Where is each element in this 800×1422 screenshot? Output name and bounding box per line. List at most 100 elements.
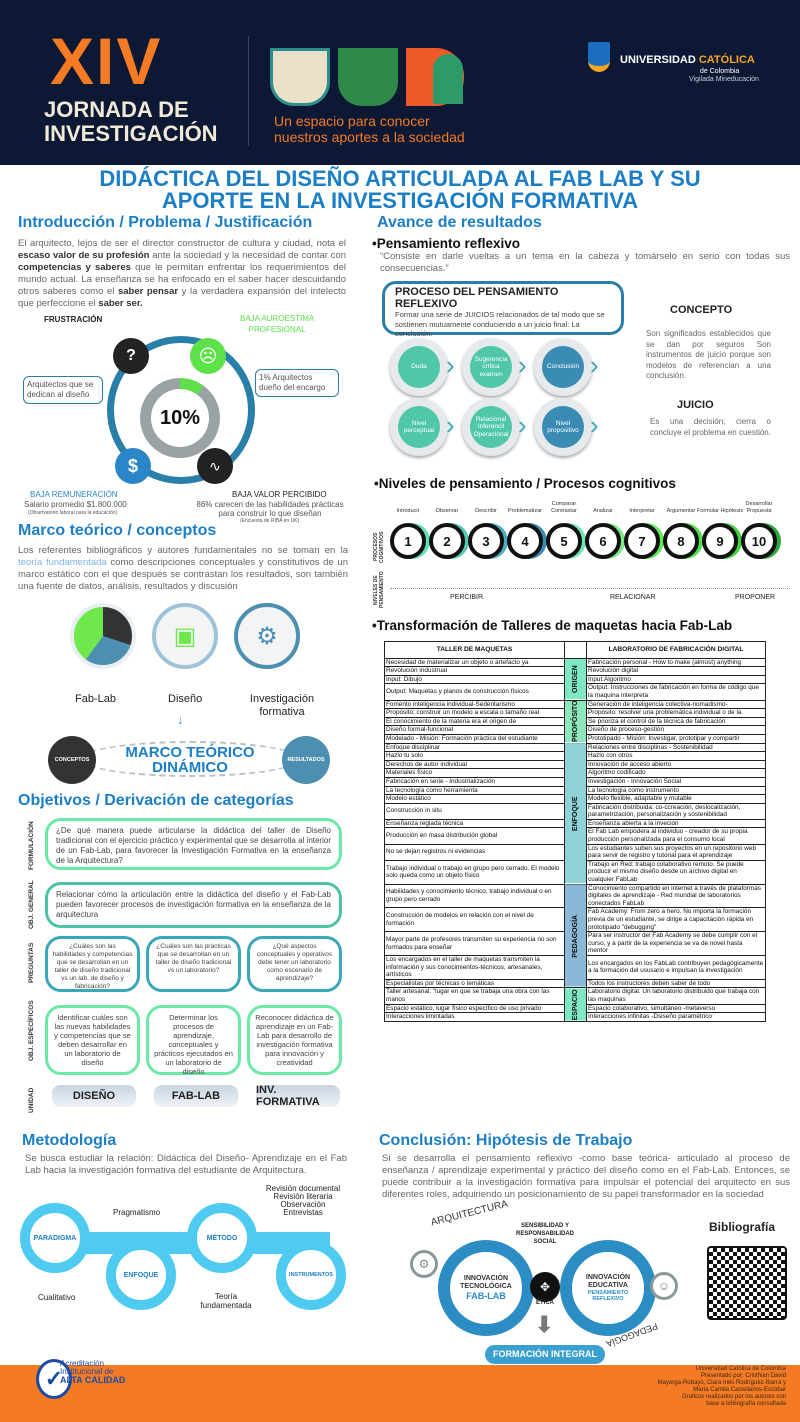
event-logo [268,40,478,110]
step-label: Formular Hipótesis [696,508,744,514]
general-box: Relacionar cómo la articulación entre la… [45,882,342,928]
cell-fablab: Input:Algoritmo [586,674,766,685]
cell-fablab: Modelo flexible, adaptable y mutable [586,794,766,804]
text: saber ser. [98,298,143,309]
table-row: Fomento inteligencia individual-Sedentar… [384,699,766,744]
title-line: APORTE EN LA INVESTIGACIÓN FORMATIVA [161,188,639,213]
niveles-heading: •Niveles de pensamiento / Procesos cogni… [374,476,676,491]
concepto-text: Son significados establecidos que se dan… [646,329,771,380]
text: ante la sociedad y la necesidad de conta… [149,250,346,261]
hands-box-icon: ▣ [152,603,218,669]
cell-fablab: Fabricación distribuida: co-ccreación, d… [586,802,766,820]
credit-line: base a bibliografía consultada [706,1401,786,1407]
remuneracion-label: BAJA REMUNERACIÓN [30,490,118,499]
process-ring: Relacional Inferencil Operacional [462,398,520,456]
pregunta-box: ¿Cuáles son las habilidades y competenci… [45,936,140,992]
table-row: Necesidad de materializar un objeto o ar… [384,657,766,701]
cell-fablab: Prototipado - Misión: Investigar, protot… [586,733,766,744]
label-general: OBJ. GENERAL [28,880,35,930]
pr-title: •Pensamiento reflexivo [372,236,521,251]
unidad-label: DISEÑO [52,1085,136,1107]
unidad-label: FAB-LAB [154,1085,238,1107]
process-node: Sugerencia crítica examen [470,346,512,388]
method-band [40,1232,330,1254]
step-circle: 5 [546,523,582,559]
cell-fablab: Laboratorio digital. Un laboratorio dist… [586,987,766,1005]
step-circle: 9 [702,523,738,559]
fablab-label: Fab-Lab [75,693,116,705]
univ-word: UNIVERSIDAD [620,54,696,66]
pregunta-box: ¿Cuáles son las prácticas que se desarro… [146,936,241,992]
objetivos-heading: Objetivos / Derivación de categorías [18,792,294,809]
check-icon: ✓ [36,1359,72,1399]
cell-taller: Propósito: construir un modelo a escala … [384,708,565,718]
chevron-right-icon: › [518,410,527,440]
fablab-logo-icon [70,603,136,669]
univ-word: CATÓLICA [698,54,755,66]
chevron-right-icon: › [518,350,527,380]
category-pedagogía: PEDAGOGÍA [564,884,587,988]
credit-line: Presentado por: Cristhian David [700,1373,786,1379]
label-formulacion: FORMULACIÓN [28,821,35,871]
text: y la verdadera expansión del intelecto q… [18,286,346,309]
bibliography-qr-code[interactable] [707,1246,787,1320]
cell-taller: Enseñanza reglada técnica [384,818,565,829]
text: Acreditación [60,1359,105,1368]
investigacion-label: Investigación formativa [249,693,315,718]
marco-heading: Marco teórico / conceptos [18,522,217,539]
text: INNOVACIÓN TECNOLÓGICA [460,1275,512,1290]
cell-taller: Diseño formal-funcional [384,725,565,735]
cualitativo-label: Cualitativo [38,1293,76,1302]
valor-source: (Encuesta de RIBA en UK) [240,518,300,524]
cell-fablab: Se prioriza el control de la técnica de … [586,716,766,727]
cell-fablab: Hazlo con otros [586,751,766,761]
cell-taller: Hazlo tu solo [384,751,565,761]
intro-heading: Introducción / Problema / Justificación [18,214,313,231]
instrumentos-list: Revisión documental Revisión literaria O… [265,1184,341,1217]
title-line: DIDÁCTICA DEL DISEÑO ARTICULADA AL FAB L… [99,166,701,191]
head-gears-icon: ⚙ [234,603,300,669]
text: competencias y saberes [18,262,131,273]
text: DINÁMICO [152,759,228,776]
procesos-label: PROCESOS COGNITIVOS [373,531,385,563]
credit-line: Mayorga-Robayo, Clara Inés Rodríguez-Iba… [657,1380,786,1386]
proc-title: PROCESO DEL PENSAMIENTO REFLEXIVO [395,286,559,310]
step-label: Interpretar [629,508,655,514]
levels-line [390,588,790,589]
step-label: Desarrollar Propuesta [745,501,773,514]
cell-taller: Trabajo individual o trabajo en grupo pe… [384,859,565,885]
cell-taller: Construcción de modelos en relación con … [384,907,565,933]
process-ring: Sugerencia crítica examen [462,338,520,396]
proc-box: PROCESO DEL PENSAMIENTO REFLEXIVO Formar… [382,281,624,338]
level-label: PROPONER [735,594,776,601]
head-icon: ☺ [650,1272,678,1300]
cell-fablab: Los encargados en los FabLab contribuyen… [586,954,766,980]
text: PENSAMIENTO REFLEXIVO [587,1290,629,1302]
arrow-down-icon: ⬇ [535,1312,554,1337]
cell-fablab: Fabricación personal - How to make (almo… [586,657,766,668]
chevron-right-icon: › [446,410,455,440]
univ-sub: de Colombia [700,68,740,75]
cell-taller: Derechos de autor individual [384,759,565,770]
text: Niveles de pensamiento / Procesos cognit… [378,476,676,491]
cell-fablab: Innovación de acceso abierto [586,759,766,770]
step-circle: 2 [429,523,465,559]
text: escaso valor de su profesión [18,250,150,261]
teoria-link[interactable]: teoría fundamentada [18,557,107,568]
etica-label: ÉTICA [536,1300,554,1306]
poster-title: DIDÁCTICA DEL DISEÑO ARTICULADA AL FAB L… [0,168,800,212]
cell-fablab: La tecnología como instrumento [586,785,766,796]
cell-taller: Especialistas por técnicas o temáticas [384,978,565,989]
frustracion-label: FRUSTRACIÓN [44,315,103,324]
formulacion-box: ¿De qué manera puede articularse la didá… [45,818,342,870]
enfoque-circle: ENFOQUE [106,1240,176,1310]
step-label: Analizar [593,508,613,514]
process-node: Duda [398,346,440,388]
cell-taller: El conocimiento de la materia era el ori… [384,716,565,727]
